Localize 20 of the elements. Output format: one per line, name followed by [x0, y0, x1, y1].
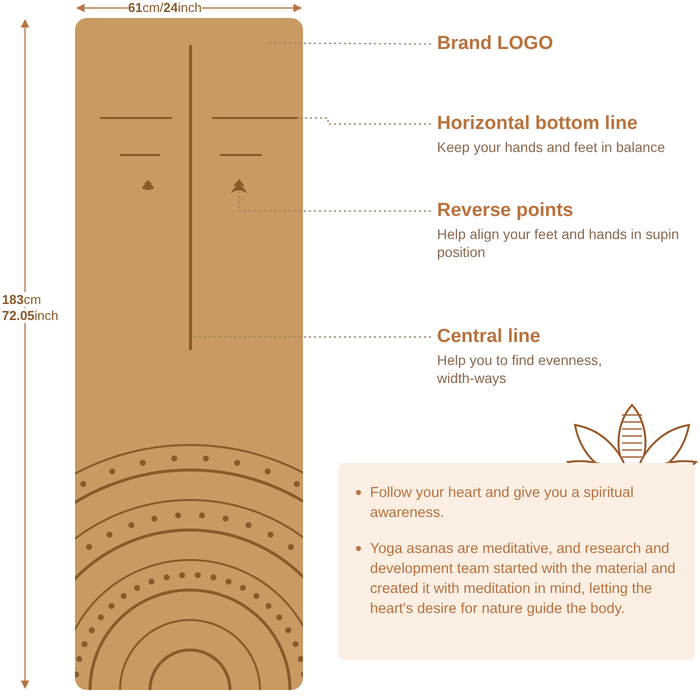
dimension-label: 183cm — [2, 292, 42, 307]
callout-heading: Brand LOGO — [437, 32, 554, 56]
callout-heading: Reverse points — [437, 199, 574, 223]
callout-heading: Horizontal bottom line — [437, 112, 639, 136]
leader-line — [268, 42, 431, 45]
leader-line — [238, 192, 431, 212]
info-panel — [338, 463, 695, 660]
callout-description: Help you to find evenness, width-ways — [437, 351, 603, 387]
callout-heading: Central line — [437, 325, 542, 349]
horizontal-line — [212, 117, 298, 119]
leader-line — [298, 117, 431, 125]
bullet-text: Follow your heart and give you a spiritual awareness. — [370, 484, 635, 523]
callout-description: Help align your feet and hands in supin position — [437, 225, 680, 261]
bullet-text: Yoga asanas are meditative, and research and development team started with the material and created it with meditation in mind, letting the heart's desire for nature guide the body. — [370, 540, 676, 619]
vertical-line — [189, 45, 192, 350]
callout-description: Keep your hands and feet in balance — [437, 138, 666, 156]
leader-line — [192, 336, 431, 338]
dimension-label: 72.05inch — [2, 308, 58, 323]
dimension-label: 61cm/24inch — [128, 0, 202, 15]
lotus-mark-icon — [232, 180, 246, 192]
